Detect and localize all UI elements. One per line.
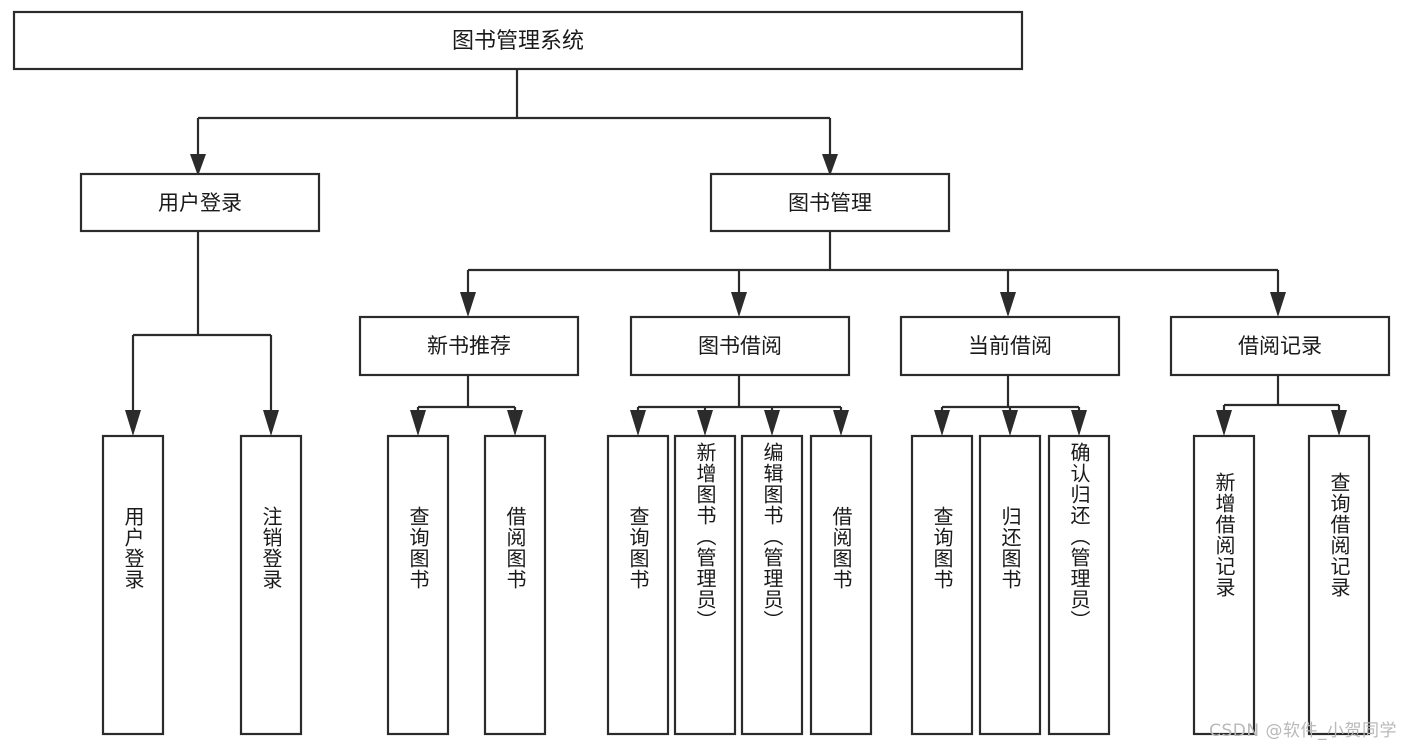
arrow-head-bookborrow-leaf2 bbox=[697, 410, 713, 436]
arrow-head-currentborrow-leaf3 bbox=[1071, 410, 1087, 436]
node-box-leaf-borrow-record-2[interactable] bbox=[1307, 434, 1371, 736]
node-box-leaf-current-borrow-1[interactable] bbox=[910, 434, 974, 736]
node-box-leaf-book-borrow-1[interactable] bbox=[606, 434, 670, 736]
arrow-head-userlogin-leaf1 bbox=[125, 410, 141, 436]
node-label-current-borrow: 当前借阅 bbox=[968, 334, 1052, 358]
arrow-head-bookborrow bbox=[731, 292, 747, 317]
node-label-root: 图书管理系统 bbox=[452, 29, 584, 54]
arrow-head-currentborrow-leaf2 bbox=[1002, 410, 1018, 436]
node-box-book-borrow[interactable] bbox=[629, 315, 851, 377]
node-label-new-book-recommend: 新书推荐 bbox=[427, 334, 511, 358]
arrow-head-newbook-leaf2 bbox=[507, 410, 523, 436]
node-box-book-management[interactable] bbox=[709, 172, 951, 233]
node-box-leaf-book-borrow-4[interactable] bbox=[809, 434, 873, 736]
node-box-leaf-new-book-1[interactable] bbox=[386, 434, 450, 736]
node-label-book-management: 图书管理 bbox=[788, 191, 872, 215]
node-box-borrow-record[interactable] bbox=[1169, 315, 1391, 377]
csdn-watermark: CSDN @软件_小贺同学 bbox=[1209, 721, 1397, 741]
node-label-book-borrow: 图书借阅 bbox=[698, 334, 782, 358]
node-box-leaf-current-borrow-2[interactable] bbox=[978, 434, 1042, 736]
arrow-head-currentborrow bbox=[1000, 292, 1016, 317]
arrow-head-newbook bbox=[460, 292, 476, 317]
node-box-root[interactable] bbox=[12, 10, 1024, 71]
node-box-leaf-current-borrow-3[interactable] bbox=[1047, 434, 1111, 736]
arrow-head-bookmgmt bbox=[822, 154, 838, 176]
node-box-leaf-user-login-2[interactable] bbox=[239, 434, 303, 736]
node-label-borrow-record: 借阅记录 bbox=[1238, 334, 1322, 358]
arrow-head-bookborrow-leaf3 bbox=[764, 410, 780, 436]
arrow-head-userlogin-leaf2 bbox=[263, 410, 279, 436]
arrow-head-newbook-leaf1 bbox=[410, 410, 426, 436]
node-label-user-login: 用户登录 bbox=[158, 191, 242, 215]
node-box-leaf-book-borrow-2[interactable] bbox=[673, 434, 737, 736]
arrow-head-currentborrow-leaf1 bbox=[934, 410, 950, 436]
arrow-head-bookborrow-leaf1 bbox=[630, 410, 646, 436]
arrow-head-borrowrecord-leaf2 bbox=[1331, 410, 1347, 436]
node-box-leaf-borrow-record-1[interactable] bbox=[1192, 434, 1256, 736]
arrow-head-userlogin bbox=[190, 154, 206, 176]
node-box-leaf-new-book-2[interactable] bbox=[483, 434, 547, 736]
node-box-user-login[interactable] bbox=[79, 172, 321, 233]
node-box-leaf-user-login-1[interactable] bbox=[101, 434, 165, 736]
node-box-current-borrow[interactable] bbox=[899, 315, 1121, 377]
arrow-head-bookborrow-leaf4 bbox=[833, 410, 849, 436]
arrow-head-borrowrecord bbox=[1270, 292, 1286, 317]
node-box-leaf-book-borrow-3[interactable] bbox=[740, 434, 804, 736]
node-box-new-book-recommend[interactable] bbox=[358, 315, 580, 377]
arrow-head-borrowrecord-leaf1 bbox=[1216, 410, 1232, 436]
